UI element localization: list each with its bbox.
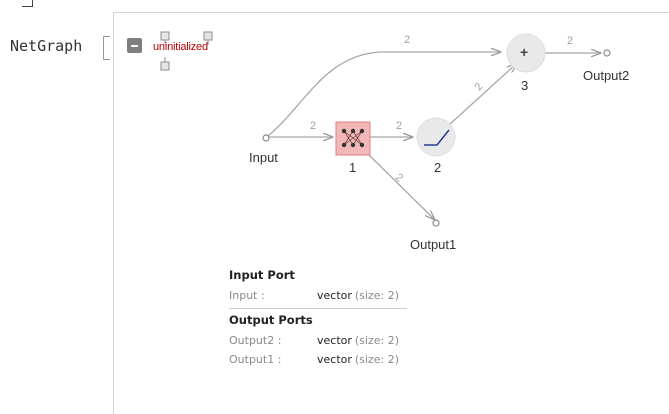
- port-row-input: Input : vector (size: 2): [229, 286, 409, 305]
- port-row-output2: Output2 : vector (size: 2): [229, 331, 409, 350]
- head-label: NetGraph: [10, 37, 83, 55]
- port-type: vector: [317, 289, 352, 302]
- input-port-title: Input Port: [229, 268, 295, 282]
- collapse-button[interactable]: [127, 38, 142, 53]
- edge-size-input-1: 2: [310, 120, 317, 132]
- total-node[interactable]: [506, 33, 546, 73]
- port-name: Output1 :: [229, 353, 282, 366]
- edge-2-to-3: [448, 64, 516, 126]
- linear-layer-node[interactable]: [335, 121, 371, 156]
- port-size: (size: 2): [354, 353, 400, 366]
- port-name: Output2 :: [229, 334, 282, 347]
- node-1-label: 1: [349, 160, 357, 175]
- input-label: Input: [249, 150, 278, 165]
- input-port-dot: [262, 134, 270, 142]
- divider: [229, 308, 407, 309]
- open-bracket: [103, 36, 110, 60]
- plus-icon: +: [520, 44, 529, 60]
- output2-port-dot: [603, 49, 611, 57]
- netgraph-panel: [113, 12, 669, 414]
- output1-port-dot: [432, 219, 440, 227]
- mini-graph-icon: [160, 31, 213, 71]
- edge-1-to-output1: [368, 154, 434, 219]
- output1-label: Output1: [410, 237, 457, 252]
- edge-size-input-3: 2: [404, 34, 411, 46]
- node-2-label: 2: [434, 160, 442, 175]
- port-name: Input :: [229, 289, 265, 302]
- edge-size-3-output2: 2: [567, 35, 574, 47]
- output2-label: Output2: [583, 68, 630, 83]
- port-type: vector: [317, 334, 352, 347]
- port-summary: Input Port Input : vector (size: 2) Outp…: [229, 266, 409, 369]
- port-size: (size: 2): [354, 334, 400, 347]
- edge-input-to-3: [267, 52, 500, 137]
- edge-size-1-2: 2: [396, 120, 403, 132]
- port-type: vector: [317, 353, 352, 366]
- port-size: (size: 2): [354, 289, 400, 302]
- port-row-output1: Output1 : vector (size: 2): [229, 350, 409, 369]
- uninitialized-label: uninitialized: [153, 41, 208, 53]
- cell-bracket: [22, 0, 33, 7]
- output-ports-title: Output Ports: [229, 313, 313, 327]
- ramp-node[interactable]: [416, 117, 456, 157]
- node-3-label: 3: [521, 78, 529, 93]
